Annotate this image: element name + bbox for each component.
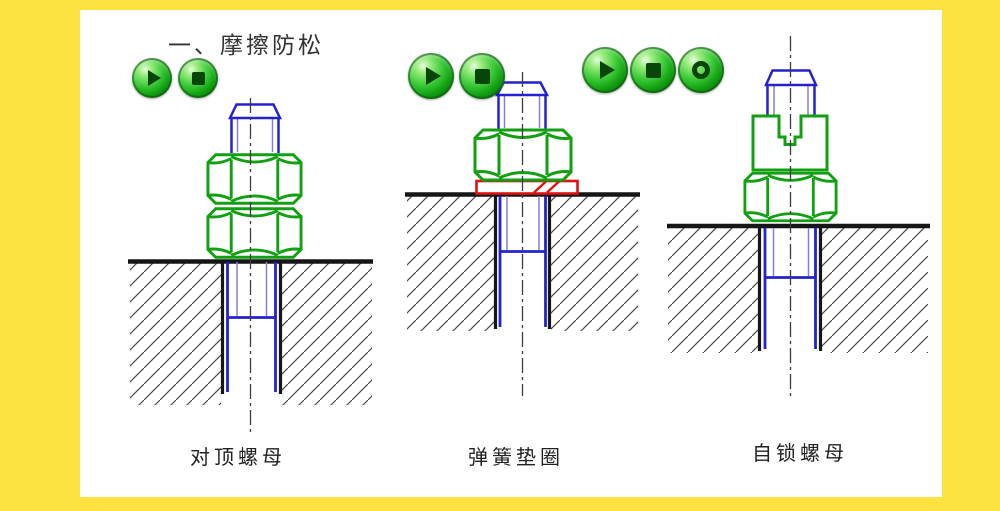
- record-icon: [692, 61, 710, 79]
- plate-hatching-right: [822, 228, 928, 353]
- media-button-group-1: [132, 58, 218, 98]
- slide-title: 一、摩擦防松: [168, 33, 324, 58]
- bolt-shank: [766, 85, 816, 117]
- upper-nut: [206, 153, 303, 205]
- play-button[interactable]: [582, 47, 628, 93]
- stop-icon: [645, 62, 661, 78]
- play-icon: [147, 70, 161, 86]
- plate-hatching-left: [130, 262, 221, 405]
- lower-nut: [206, 207, 303, 259]
- stop-button[interactable]: [630, 47, 676, 93]
- play-button[interactable]: [132, 58, 172, 98]
- stop-button[interactable]: [178, 58, 218, 98]
- plate-hatching-right: [551, 196, 638, 331]
- diagram-label-spring-washer: 弹簧垫圈: [468, 447, 564, 469]
- bolt-shank: [497, 95, 547, 129]
- play-icon: [425, 67, 441, 85]
- bolt-in-hole: [226, 262, 277, 392]
- bolt-end-chamfer: [764, 69, 818, 87]
- spring-washer: [475, 179, 579, 195]
- bolt-in-hole: [763, 228, 817, 349]
- record-button[interactable]: [678, 47, 724, 93]
- stop-button[interactable]: [459, 53, 505, 99]
- stop-icon: [474, 68, 490, 84]
- diagram-label-self-locking-nut: 自锁螺母: [752, 443, 848, 465]
- media-button-group-3: [582, 47, 724, 93]
- bolt-end-chamfer: [228, 103, 282, 120]
- play-icon: [599, 61, 615, 79]
- stop-icon: [191, 71, 205, 85]
- media-button-group-2: [408, 53, 505, 99]
- diagram-label-double-nut: 对顶螺母: [190, 447, 286, 469]
- lock-nut-slotted-collar: [751, 114, 829, 172]
- bolt-in-hole: [498, 196, 547, 327]
- play-button[interactable]: [408, 53, 454, 99]
- diagram-self-locking-nut: [667, 36, 930, 398]
- bolt-shank: [230, 118, 280, 153]
- plate-hatching-left: [668, 228, 758, 353]
- diagram-double-nut: [128, 98, 373, 433]
- diagram-spring-washer: [405, 72, 640, 396]
- plate-hatching-left: [407, 196, 494, 331]
- plate-hatching-right: [282, 262, 372, 405]
